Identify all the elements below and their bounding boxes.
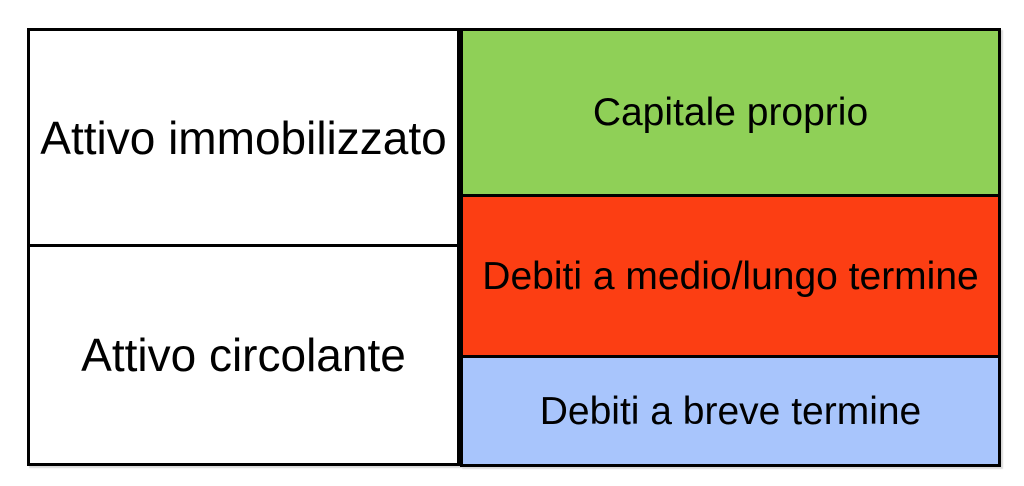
assets-column: Attivo immobilizzato Attivo circolante — [27, 28, 460, 466]
liabilities-column: Capitale proprio Debiti a medio/lungo te… — [460, 28, 1001, 467]
long-term-debt-label: Debiti a medio/lungo termine — [482, 254, 979, 298]
equity-cell: Capitale proprio — [463, 31, 998, 197]
equity-label: Capitale proprio — [592, 90, 869, 134]
current-assets-label: Attivo circolante — [81, 329, 406, 381]
short-term-debt-label: Debiti a breve termine — [539, 389, 922, 433]
short-term-debt-cell: Debiti a breve termine — [463, 358, 998, 464]
long-term-debt-cell: Debiti a medio/lungo termine — [463, 196, 998, 359]
fixed-assets-label: Attivo immobilizzato — [40, 111, 447, 164]
current-assets-cell: Attivo circolante — [30, 247, 457, 463]
fixed-assets-cell: Attivo immobilizzato — [30, 31, 457, 247]
